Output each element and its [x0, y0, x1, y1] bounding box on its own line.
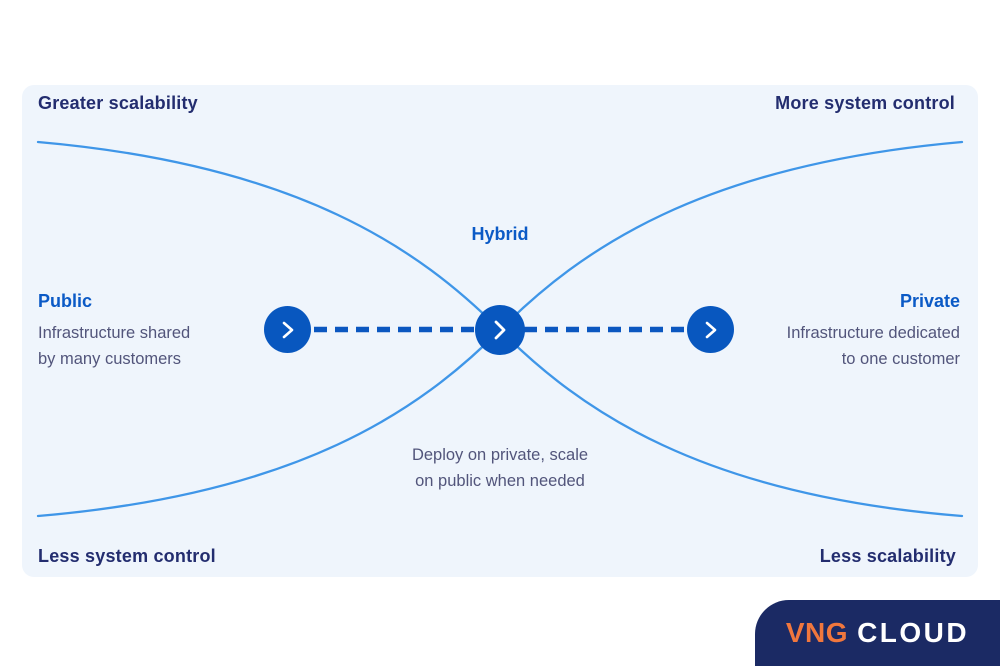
hybrid-title: Hybrid: [471, 224, 529, 244]
chevron-right-icon: [702, 320, 720, 340]
label-less-scalability: Less scalability: [819, 546, 956, 566]
private-node: [687, 306, 734, 353]
hybrid-description-line1: Deploy on private, scale: [411, 446, 589, 464]
private-title: Private: [899, 291, 960, 311]
vng-cloud-logo: VNG CLOUD: [755, 600, 1000, 666]
hybrid-description-line2: on public when needed: [415, 472, 585, 490]
logo-product-text: CLOUD: [857, 617, 970, 648]
private-description-line1: Infrastructure dedicated: [786, 324, 960, 342]
public-title: Public: [38, 291, 93, 311]
public-cloud-block: Public Infrastructure shared by many cus…: [38, 291, 190, 372]
label-less-system-control: Less system control: [38, 546, 216, 566]
chevron-right-icon: [279, 320, 297, 340]
private-cloud-block: Private Infrastructure dedicated to one …: [787, 291, 960, 372]
label-more-system-control: More system control: [775, 93, 955, 113]
public-description-line1: Infrastructure shared: [38, 324, 191, 342]
hybrid-description: Deploy on private, scale on public when …: [0, 442, 1000, 494]
public-description: Infrastructure shared by many customers: [38, 320, 190, 372]
private-description-line2: to one customer: [841, 350, 960, 368]
private-description: Infrastructure dedicated to one customer: [787, 320, 960, 372]
hybrid-node: [475, 305, 525, 355]
label-greater-scalability: Greater scalability: [38, 93, 198, 113]
public-node: [264, 306, 311, 353]
chevron-right-icon: [490, 319, 510, 341]
logo-brand-text: VNG: [785, 617, 849, 648]
public-description-line2: by many customers: [38, 350, 182, 368]
